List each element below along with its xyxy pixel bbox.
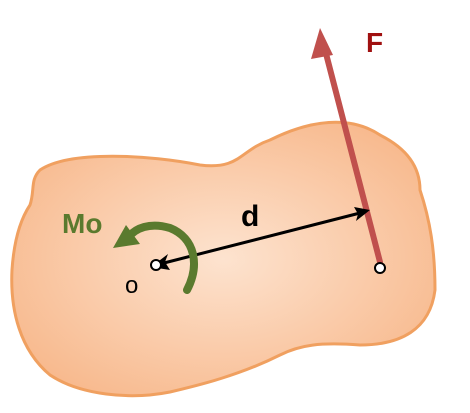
moment-arc (124, 221, 198, 294)
distance-label: d (241, 200, 259, 233)
origin-point (150, 259, 162, 271)
force-arrow-head-icon (311, 28, 333, 59)
force-application-point (374, 262, 386, 274)
force-label: F (366, 27, 383, 58)
rigid-body (10, 120, 437, 398)
moment-arrow-head-icon (113, 225, 140, 248)
origin-label: o (125, 272, 138, 299)
force-arrow (320, 39, 383, 265)
moment-label: Mo (62, 208, 102, 239)
distance-arrow-head-right-icon (354, 207, 370, 221)
